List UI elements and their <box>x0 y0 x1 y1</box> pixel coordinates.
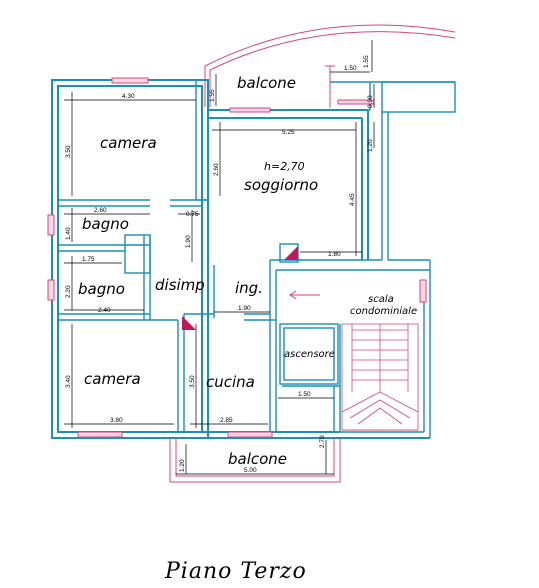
dim-1-55-balc: 1.55 <box>209 89 216 102</box>
balcony-top-outline <box>204 24 456 108</box>
room-scala-line2: condominiale <box>350 306 417 317</box>
room-scala-line1: scala <box>368 294 394 305</box>
dimension-lines <box>64 40 375 475</box>
dim-2-60-sogg: 2.60 <box>213 163 220 176</box>
room-ing: ing. <box>235 279 263 297</box>
dim-5-25: 5.25 <box>282 129 295 136</box>
room-balcone-bottom: balcone <box>228 450 287 468</box>
dim-1-75: 1.75 <box>82 256 95 263</box>
dim-1-40: 1.40 <box>65 227 72 240</box>
room-labels: balcone camera h=2,70 soggiorno bagno ba… <box>78 74 417 468</box>
dim-1-20-right: 1.20 <box>367 139 374 152</box>
room-disimp: disimp <box>155 276 205 294</box>
room-ascensore: ascensore <box>284 349 335 360</box>
dim-0-90: 0.90 <box>367 95 374 108</box>
dim-3-40: 3.40 <box>65 375 72 388</box>
dim-1-80: 1.80 <box>328 251 341 258</box>
dim-2-70: 2.70 <box>319 435 326 448</box>
dim-0-75: 0.75 <box>186 211 199 218</box>
dim-4-30: 4.30 <box>122 93 135 100</box>
interior-walls <box>58 79 431 432</box>
dim-3-80: 3.80 <box>110 417 123 424</box>
dim-1-55-top: 1.55 <box>363 55 370 68</box>
room-balcone-top: balcone <box>237 74 296 92</box>
room-camera-bottom: camera <box>84 370 141 388</box>
dimension-labels: 1.55 1.50 1.55 0.90 4.30 5.25 1.20 3.50 … <box>65 55 374 474</box>
dim-2-20: 2.20 <box>65 285 72 298</box>
room-soggiorno: soggiorno <box>244 176 318 194</box>
dim-1-90-v: 1.90 <box>185 235 192 248</box>
plan-title: Piano Terzo <box>164 559 307 584</box>
stair-drawing <box>341 323 419 431</box>
outer-walls <box>51 79 456 439</box>
dim-5-00: 5.00 <box>244 467 257 474</box>
room-camera-top: camera <box>100 134 157 152</box>
dim-1-20-balc: 1.20 <box>179 459 186 472</box>
dim-2-60-bagno: 2.60 <box>94 207 107 214</box>
room-cucina: cucina <box>206 373 255 391</box>
dim-1-90-h: 1.90 <box>238 305 251 312</box>
column-markers <box>182 246 298 330</box>
dim-3-50-cucina: 3.50 <box>189 375 196 388</box>
dim-3-50-camera: 3.50 <box>65 145 72 158</box>
dim-4-45: 4.45 <box>349 193 356 206</box>
entry-arrow <box>289 290 320 300</box>
balcony-bottom-outline <box>169 438 341 483</box>
soggiorno-height: h=2,70 <box>264 160 305 173</box>
dim-2-85: 2.85 <box>220 417 233 424</box>
room-bagno-bottom: bagno <box>78 280 125 298</box>
windows <box>47 77 427 438</box>
dim-1-50-top: 1.50 <box>344 65 357 72</box>
dim-2-40: 2.40 <box>98 307 111 314</box>
dim-1-50-asc: 1.50 <box>298 391 311 398</box>
room-bagno-top: bagno <box>82 215 129 233</box>
